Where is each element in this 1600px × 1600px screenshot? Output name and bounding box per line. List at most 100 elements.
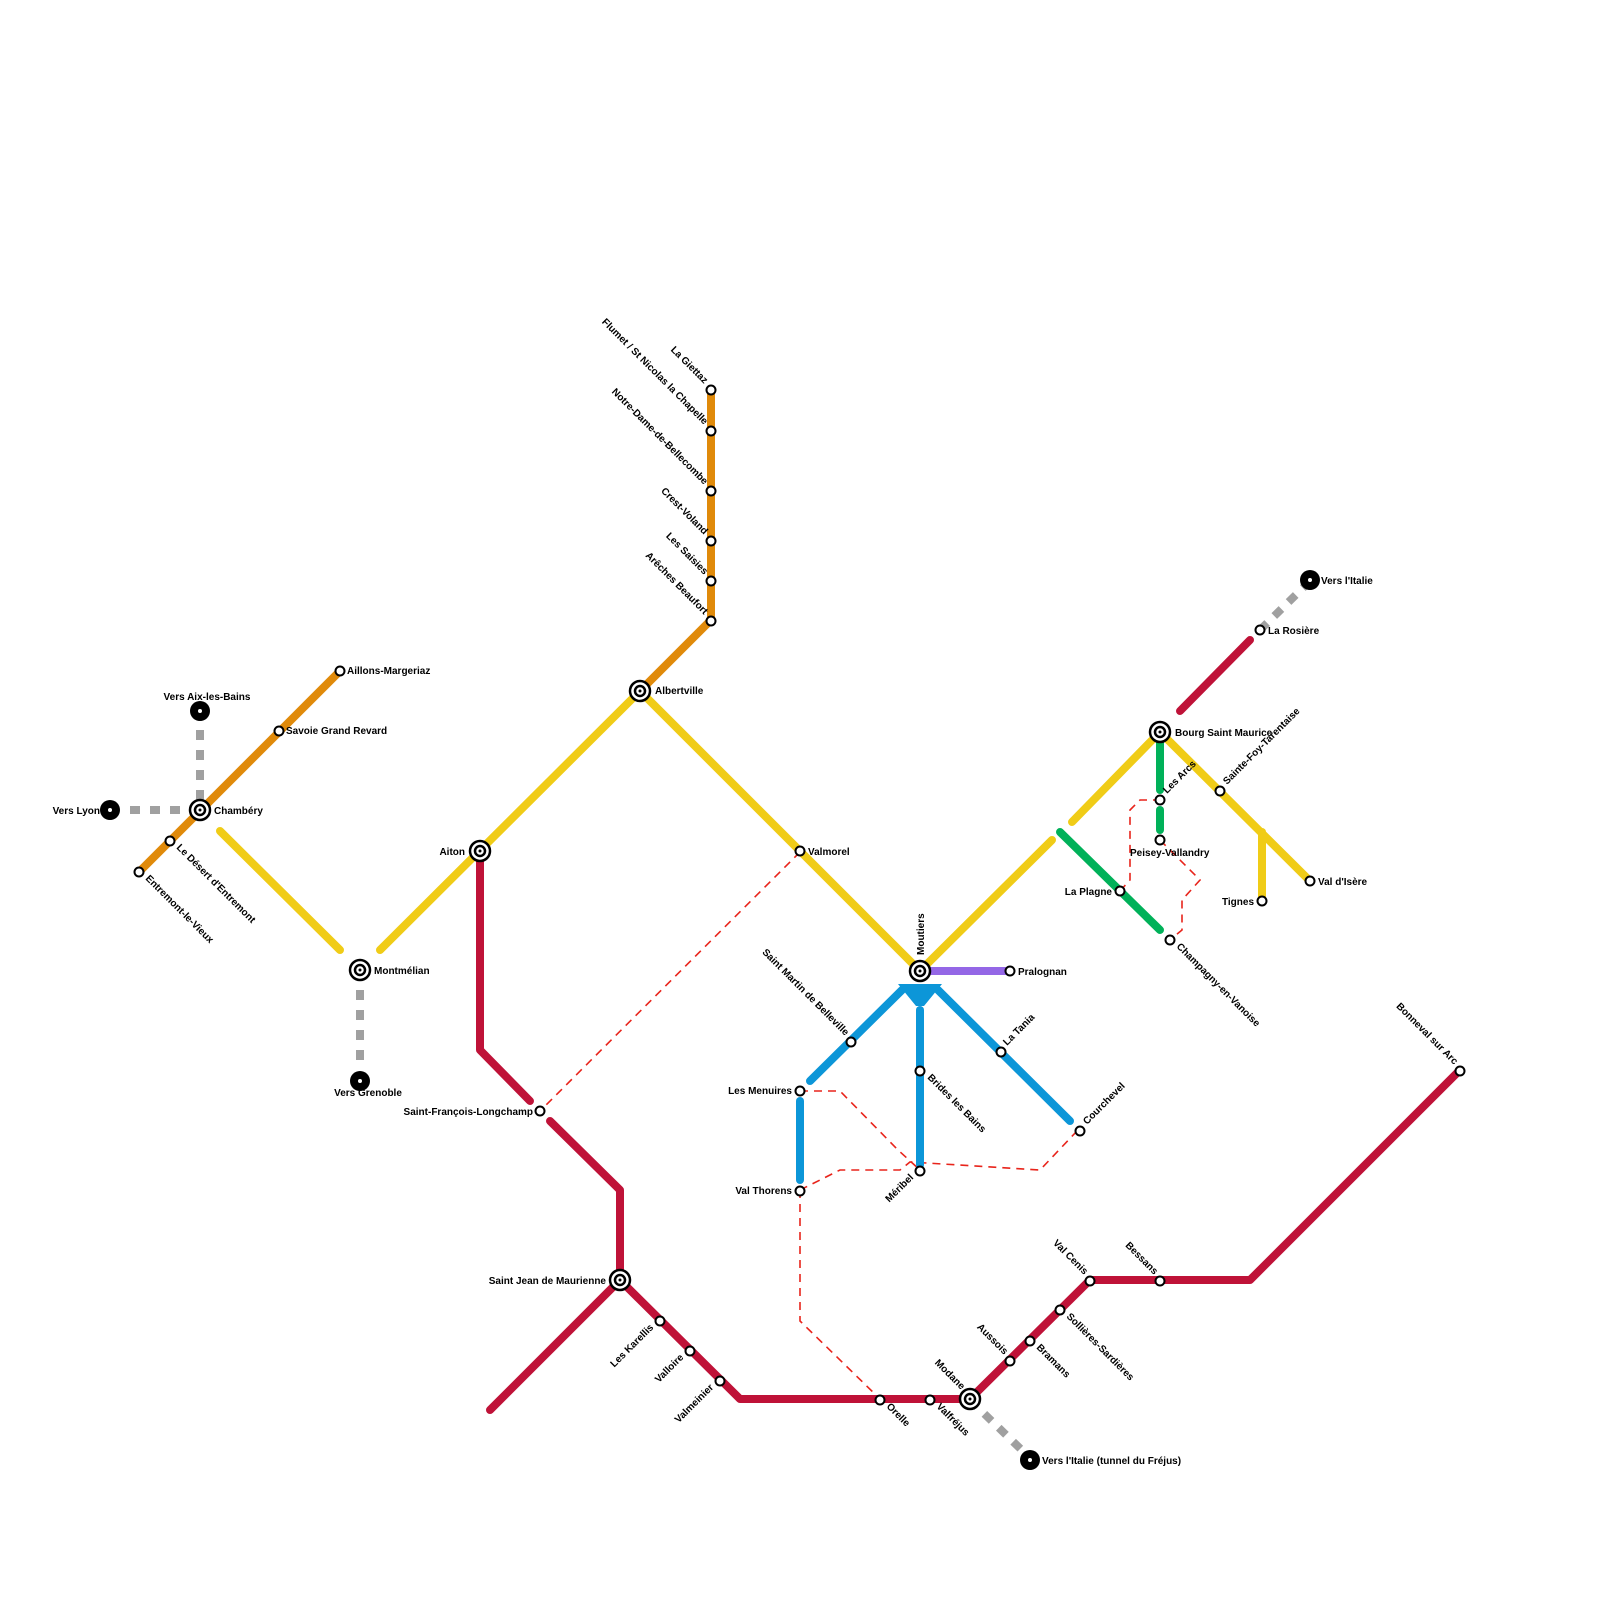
- orange-routes: [135, 386, 715, 876]
- label-entremont: Entremont-le-Vieux: [143, 873, 216, 946]
- label-bramans: Bramans: [1034, 1342, 1072, 1380]
- label-chambery: Chambéry: [214, 806, 263, 817]
- route-yellow-moutiers-east: [916, 836, 1056, 975]
- stop-menuires: [794, 1085, 806, 1097]
- terminus-grenoble: [350, 1071, 370, 1091]
- rail-rosiere-italie: [1257, 578, 1313, 633]
- label-modane: Modane: [932, 1358, 967, 1393]
- route-crimson-rosiere: [1176, 636, 1254, 715]
- rail-modane-italie: [967, 1397, 1033, 1461]
- terminus-lyon: [100, 800, 120, 820]
- label-la-tania: La Tania: [1001, 1012, 1037, 1048]
- stop-tignes: [1256, 895, 1268, 907]
- hub-st-jean: [608, 1268, 632, 1292]
- stop-savoie: [273, 725, 285, 737]
- label-vers-lyon: Vers Lyon: [53, 806, 100, 817]
- label-sainte-foy: Sainte-Foy-Tarentaise: [1221, 706, 1302, 787]
- route-yellow-albertville-moutiers: [636, 687, 924, 975]
- stop-brides: [914, 1065, 926, 1077]
- stop-champagny: [1164, 934, 1176, 946]
- label-peisey: Peisey-Vallandry: [1130, 848, 1210, 859]
- terminus-aix: [190, 701, 210, 721]
- label-tignes: Tignes: [1222, 897, 1254, 908]
- label-val-cenis: Val Cenis: [1050, 1238, 1090, 1278]
- route-green-plagne: [1056, 828, 1164, 934]
- link-peisey-champagny: [1159, 839, 1202, 941]
- label-st-francois: Saint-François-Longchamp: [404, 1107, 533, 1118]
- route-yellow-chambery-montmelian: [216, 827, 344, 954]
- route-crimson-stjean-south: [486, 1276, 624, 1414]
- link-laplagne-lesarcs: [1119, 799, 1160, 892]
- hub-bourg: [1148, 720, 1172, 744]
- stop-pralognan: [1004, 965, 1016, 977]
- stop-aillons: [334, 665, 346, 677]
- hub-montmelian: [348, 958, 372, 982]
- label-la-giettaz: La Giettaz: [668, 345, 710, 387]
- stop-meribel: [914, 1165, 926, 1177]
- label-brides: Brides les Bains: [925, 1072, 988, 1135]
- stop-la-giettaz: [705, 384, 717, 396]
- stop-crest: [705, 535, 717, 547]
- crimson-routes: [476, 636, 1464, 1414]
- stop-saisies: [705, 575, 717, 587]
- stop-sollieres: [1054, 1304, 1066, 1316]
- label-pralognan: Pralognan: [1018, 967, 1067, 978]
- stop-desert: [164, 835, 176, 847]
- label-vers-italie: Vers l'Italie: [1321, 576, 1373, 587]
- route-yellow-montmelian-albertville: [376, 687, 644, 954]
- stop-peisey: [1154, 834, 1166, 846]
- label-moutiers: Moutiers: [916, 913, 927, 955]
- route-yellow-to-bourg: [1068, 728, 1164, 826]
- route-blue-menuires: [806, 986, 906, 1085]
- rail-connections: [120, 578, 1313, 1461]
- label-savoie: Savoie Grand Revard: [286, 726, 387, 737]
- stop-orelle: [874, 1394, 886, 1406]
- stop-st-francois: [534, 1105, 546, 1117]
- label-bourg: Bourg Saint Maurice: [1175, 728, 1273, 739]
- label-les-arcs: Les Arcs: [1161, 758, 1199, 796]
- terminus-italie-frejus: [1020, 1450, 1040, 1470]
- yellow-routes: [216, 687, 1314, 975]
- stop-valfrejus: [924, 1394, 936, 1406]
- stop-areches: [705, 615, 717, 627]
- label-valmeinier: Valmeinier: [673, 1382, 716, 1425]
- stop-courchevel: [1074, 1125, 1086, 1137]
- station-labels: Vers Aix-les-Bains Vers Lyon Chambéry Le…: [53, 317, 1460, 1467]
- label-aillons: Aillons-Margeriaz: [347, 666, 430, 677]
- label-val-thorens: Val Thorens: [735, 1186, 792, 1197]
- label-sollieres: Sollières-Sardières: [1064, 1311, 1136, 1383]
- stop-entremont: [133, 866, 145, 878]
- hub-moutiers: [908, 959, 932, 983]
- link-valthorens-courchevel: [799, 1129, 1079, 1191]
- route-yellow-bourg-valisere: [1156, 728, 1314, 885]
- stop-flumet: [705, 425, 717, 437]
- stop-la-rosiere: [1254, 624, 1266, 636]
- label-champagny: Champagny-en-Vanoise: [1174, 941, 1262, 1029]
- dashed-connections: [539, 799, 1202, 1400]
- stop-valmeinier: [714, 1375, 726, 1387]
- label-bessans: Bessans: [1123, 1240, 1160, 1277]
- stop-bramans: [1024, 1335, 1036, 1347]
- label-st-jean: Saint Jean de Maurienne: [489, 1276, 607, 1287]
- label-aussois: Aussois: [974, 1322, 1010, 1358]
- label-la-rosiere: La Rosière: [1268, 626, 1320, 637]
- label-albertville: Albertville: [655, 686, 704, 697]
- label-les-menuires: Les Menuires: [728, 1086, 792, 1097]
- label-orelle: Orelle: [884, 1401, 912, 1429]
- label-bonneval: Bonneval sur Arc: [1394, 1001, 1460, 1067]
- stop-valloire: [684, 1345, 696, 1357]
- stop-bessans: [1154, 1275, 1166, 1287]
- stop-karellis: [654, 1315, 666, 1327]
- label-montmelian: Montmélian: [374, 966, 430, 977]
- link-valmorel-st-francois: [539, 851, 801, 1112]
- green-routes: [1056, 728, 1164, 934]
- terminus-italie: [1300, 570, 1320, 590]
- label-st-martin: Saint Martin de Belleville: [760, 947, 851, 1038]
- label-valmorel: Valmorel: [808, 847, 850, 858]
- stop-val-cenis: [1084, 1275, 1096, 1287]
- stop-notre-dame: [705, 485, 717, 497]
- label-vers-grenoble: Vers Grenoble: [334, 1088, 402, 1099]
- label-karellis: Les Karellis: [609, 1322, 657, 1370]
- label-valloire: Valloire: [653, 1352, 686, 1385]
